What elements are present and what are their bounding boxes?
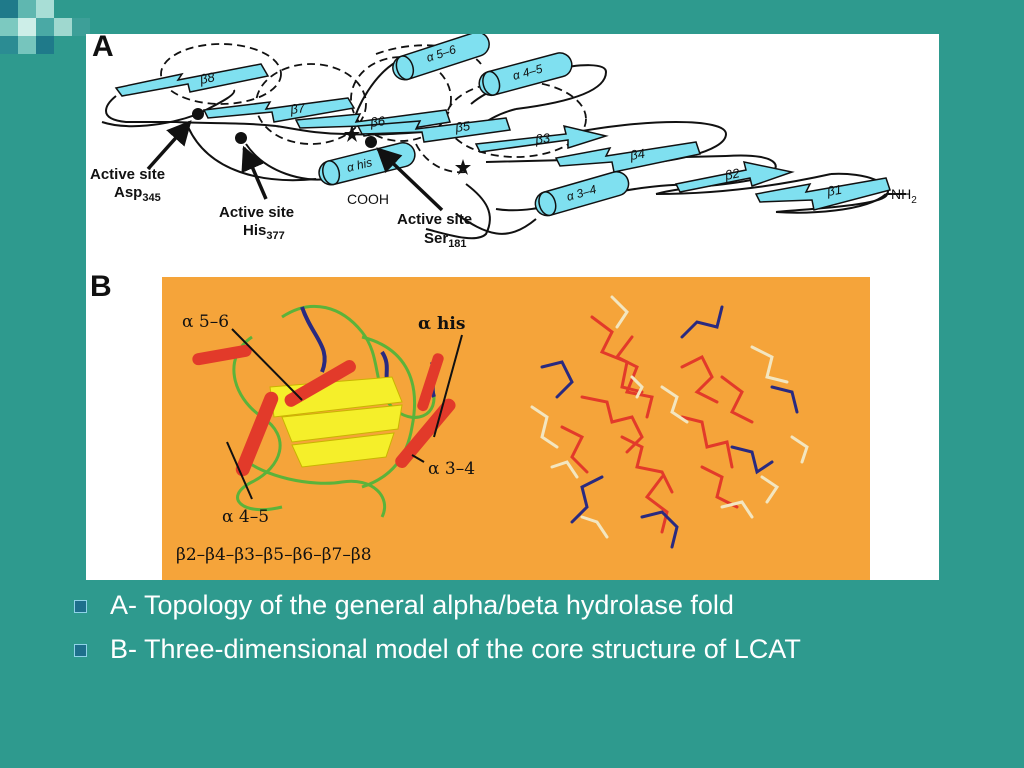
strand-b8 bbox=[114, 63, 270, 97]
active-site-ser-title: Active site bbox=[397, 211, 472, 228]
bullet-item-3d-model: B- Three-dimensional model of the core s… bbox=[72, 632, 972, 666]
bullet-text: B- Three-dimensional model of the core s… bbox=[110, 634, 801, 664]
strand-label-b7: β7 bbox=[288, 100, 306, 117]
helix-a56 bbox=[392, 34, 490, 81]
cooh-label: COOH bbox=[347, 191, 389, 207]
active-site-his-title: Active site bbox=[219, 204, 294, 221]
square-bullet-icon bbox=[74, 600, 87, 613]
panel-b-letter: B bbox=[90, 270, 112, 303]
strand-b6 bbox=[294, 109, 451, 137]
strand-label-b4: β4 bbox=[628, 146, 646, 163]
strand-b5 bbox=[356, 117, 511, 143]
active-site-his-residue: His377 bbox=[243, 222, 285, 242]
strand-label-b8: β8 bbox=[198, 69, 217, 87]
active-site-his-dot bbox=[235, 132, 247, 144]
helix-a34 bbox=[534, 171, 630, 217]
topology-diagram: β8 β7 β6 β5 β3 β4 β2 β1 bbox=[90, 34, 917, 250]
strand-b4 bbox=[554, 141, 701, 173]
strand-label-b1: β1 bbox=[825, 182, 843, 199]
star-icon bbox=[455, 159, 471, 175]
active-site-asp-residue: Asp345 bbox=[114, 184, 161, 204]
helix-label-ahis: α his bbox=[345, 155, 373, 175]
label-a34: α 3–4 bbox=[428, 459, 475, 479]
helix-a45 bbox=[478, 52, 573, 97]
ribbon-model bbox=[192, 304, 463, 518]
structure-model-image: α 5–6 α his α 3–4 α 4–5 β2–β4–β3–β5–β6–β… bbox=[176, 295, 809, 565]
lcat-figure: A bbox=[86, 30, 939, 580]
strand-label-b5: β5 bbox=[453, 118, 471, 135]
strand-label-b3: β3 bbox=[533, 130, 551, 147]
label-a45: α 4–5 bbox=[222, 507, 269, 527]
caption-bullet-list: A- Topology of the general alpha/beta hy… bbox=[72, 588, 972, 676]
stick-model bbox=[530, 295, 809, 549]
structure-model-panel: α 5–6 α his α 3–4 α 4–5 β2–β4–β3–β5–β6–β… bbox=[162, 277, 870, 580]
beta-strands bbox=[114, 63, 891, 211]
corner-tile-decoration bbox=[0, 0, 90, 54]
strand-b3 bbox=[474, 124, 609, 153]
square-bullet-icon bbox=[74, 644, 87, 657]
strand-b7 bbox=[202, 97, 356, 123]
active-site-ser-dot bbox=[365, 136, 377, 148]
label-ahis: α his bbox=[418, 314, 465, 334]
panel-a-letter: A bbox=[92, 30, 114, 63]
bullet-item-topology: A- Topology of the general alpha/beta hy… bbox=[72, 588, 972, 622]
strand-b1 bbox=[754, 177, 891, 211]
nh2-label: NH2 bbox=[891, 186, 917, 206]
strand-label-b6: β6 bbox=[368, 113, 386, 130]
active-site-asp-title: Active site bbox=[90, 166, 165, 183]
label-a56: α 5–6 bbox=[182, 312, 229, 332]
strand-label-b2: β2 bbox=[723, 165, 742, 183]
strand-b2 bbox=[674, 161, 795, 193]
active-site-ser-residue: Ser181 bbox=[424, 230, 467, 250]
sheet-order-label: β2–β4–β3–β5–β6–β7–β8 bbox=[176, 545, 372, 565]
star-icon bbox=[344, 126, 360, 142]
active-site-asp-dot bbox=[192, 108, 204, 120]
bullet-text: A- Topology of the general alpha/beta hy… bbox=[110, 590, 734, 620]
